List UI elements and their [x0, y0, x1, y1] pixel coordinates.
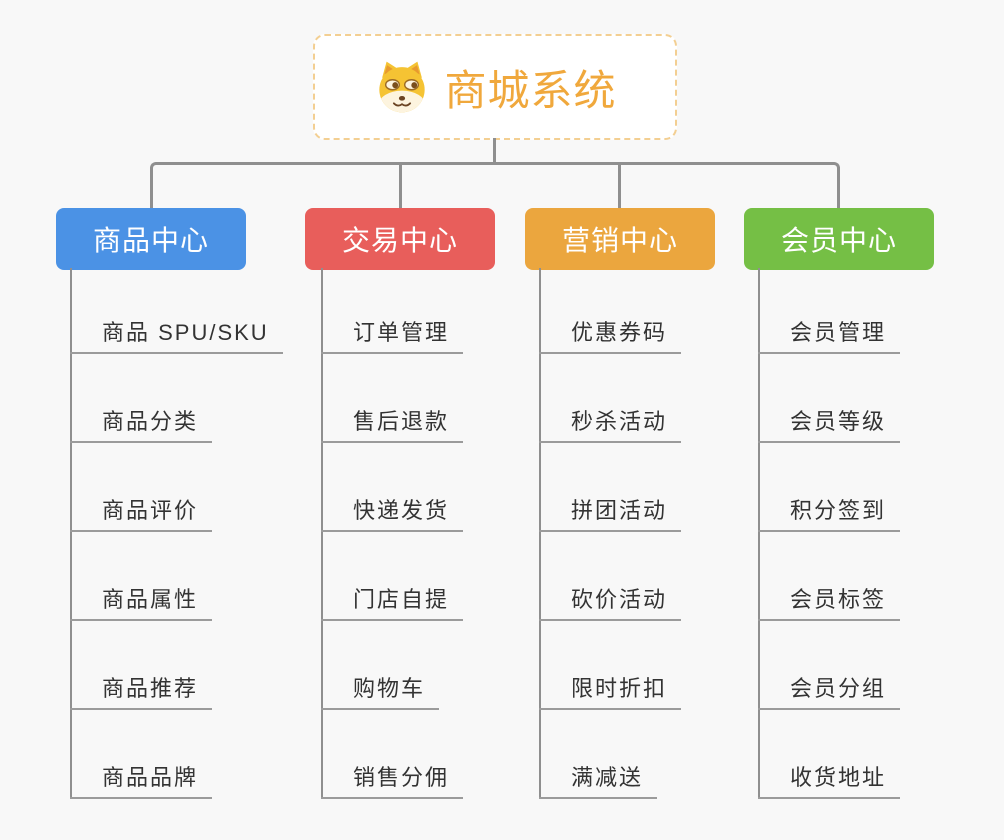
subtopic[interactable]: 订单管理	[321, 319, 464, 354]
connector-drop-marketing	[618, 162, 621, 208]
subtopic[interactable]: 收货地址	[758, 764, 901, 799]
subtopic[interactable]: 满减送	[539, 764, 658, 799]
subtopic[interactable]: 快递发货	[321, 497, 464, 532]
subtopic[interactable]: 售后退款	[321, 408, 464, 443]
subtopic[interactable]: 商品评价	[70, 497, 213, 532]
subtopic[interactable]: 限时折扣	[539, 675, 682, 710]
root-topic-label: 商城系统	[444, 66, 617, 114]
subtopic-list-product-center: 商品 SPU/SKU 商品分类 商品评价 商品属性 商品推荐 商品品牌	[70, 319, 283, 840]
subtopic[interactable]: 商品推荐	[70, 675, 213, 710]
branch-topic-member-center[interactable]: 会员中心	[744, 208, 934, 270]
connector-root-stem	[493, 138, 496, 164]
branch-spine-product-center	[70, 268, 72, 799]
subtopic[interactable]: 商品分类	[70, 408, 213, 443]
subtopic-list-member-center: 会员管理 会员等级 积分签到 会员标签 会员分组 收货地址	[758, 319, 901, 840]
subtopic[interactable]: 拼团活动	[539, 497, 682, 532]
doge-icon	[379, 61, 426, 113]
branch-spine-marketing-center	[539, 268, 541, 799]
branch-spine-trade-center	[321, 268, 323, 799]
subtopic[interactable]: 积分签到	[758, 497, 901, 532]
subtopic[interactable]: 门店自提	[321, 586, 464, 621]
subtopic[interactable]: 会员管理	[758, 319, 901, 354]
subtopic[interactable]: 销售分佣	[321, 764, 464, 799]
subtopic[interactable]: 商品属性	[70, 586, 213, 621]
subtopic-list-trade-center: 订单管理 售后退款 快递发货 门店自提 购物车 销售分佣	[321, 319, 464, 840]
subtopic[interactable]: 秒杀活动	[539, 408, 682, 443]
subtopic[interactable]: 会员标签	[758, 586, 901, 621]
subtopic[interactable]: 商品品牌	[70, 764, 213, 799]
branch-topic-marketing-center[interactable]: 营销中心	[525, 208, 715, 270]
connector-bus-left	[150, 162, 495, 208]
connector-drop-trade	[399, 162, 402, 208]
branch-topic-product-center[interactable]: 商品中心	[56, 208, 246, 270]
branch-topic-trade-center[interactable]: 交易中心	[305, 208, 495, 270]
subtopic[interactable]: 购物车	[321, 675, 440, 710]
subtopic[interactable]: 会员分组	[758, 675, 901, 710]
subtopic-list-marketing-center: 优惠券码 秒杀活动 拼团活动 砍价活动 限时折扣 满减送	[539, 319, 682, 840]
subtopic[interactable]: 优惠券码	[539, 319, 682, 354]
root-topic[interactable]: 商城系统	[313, 34, 677, 140]
subtopic[interactable]: 砍价活动	[539, 586, 682, 621]
branch-spine-member-center	[758, 268, 760, 799]
connector-bus-right	[495, 162, 840, 208]
subtopic[interactable]: 商品 SPU/SKU	[70, 319, 283, 354]
subtopic[interactable]: 会员等级	[758, 408, 901, 443]
